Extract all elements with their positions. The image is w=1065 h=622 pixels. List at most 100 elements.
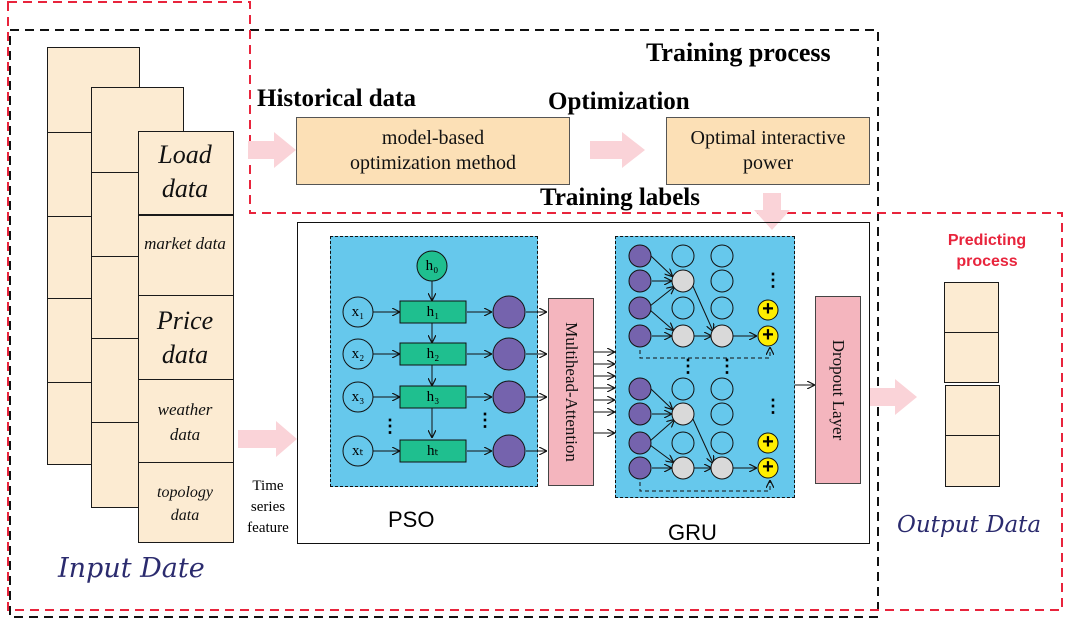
gru-hidden-node	[671, 269, 695, 293]
gru-hidden-node	[710, 244, 734, 268]
gru-hidden-node	[710, 456, 734, 480]
gru-plus-column	[757, 299, 779, 479]
arrow-model-to-optimal	[590, 132, 645, 168]
gru-input-column	[628, 244, 652, 480]
gru-ellipsis-mid-2: ⋮	[718, 356, 736, 376]
input-cell-price: Price data	[156, 306, 214, 369]
x1-label: x₁	[351, 304, 365, 320]
arrow-optimal-to-network	[754, 193, 790, 230]
pso-row-2	[342, 337, 546, 385]
output-node	[492, 295, 526, 329]
arrow-input-to-network	[238, 421, 297, 457]
multihead-attention-box: Multihead-Attention	[548, 298, 594, 486]
xt-label: xₜ	[352, 443, 364, 459]
gru-ellipsis-top: ⋮	[764, 270, 782, 290]
h-box	[399, 385, 467, 409]
gru-input-node	[628, 296, 652, 320]
plus-glyph-1: +	[762, 298, 774, 320]
h-box	[399, 439, 467, 463]
optimal-power-box: Optimal interactive power	[666, 117, 870, 185]
plus-node	[757, 299, 779, 321]
h1-label: h₁	[426, 304, 440, 320]
training-labels-title: Training labels	[540, 184, 700, 211]
gru-input-node	[628, 402, 652, 426]
gru-hidden-node	[710, 402, 734, 426]
x3-label: x₃	[351, 389, 365, 405]
gru-hidden-node	[710, 296, 734, 320]
time-series-feature-label: Time series feature	[247, 478, 289, 536]
h-box	[399, 300, 467, 324]
output-node	[492, 434, 526, 468]
output-cell-4	[945, 435, 1000, 487]
gru-hidden-column-2	[710, 244, 734, 480]
network-frame	[297, 222, 870, 544]
output-data-label: Output Data	[897, 512, 1042, 538]
gru-input-node	[628, 324, 652, 348]
pso-row-t	[342, 434, 546, 468]
gru-bottom-connections	[649, 388, 756, 468]
ht-label: hₜ	[427, 443, 439, 459]
dropout-layer-label: Dropout Layer	[829, 339, 848, 441]
input-date-label: Input Date	[58, 553, 205, 584]
gru-hidden-node	[671, 431, 695, 455]
arrow-input-to-model	[248, 132, 296, 168]
gru-hidden-node	[671, 324, 695, 348]
gru-label: GRU	[668, 520, 717, 545]
gru-input-node	[628, 431, 652, 455]
model-based-box: model-based optimization method	[296, 117, 570, 185]
gru-top-connections	[649, 255, 756, 336]
h2-label: h₂	[426, 346, 440, 362]
plus-node	[757, 325, 779, 347]
plus-node	[757, 432, 779, 454]
gru-input-node	[628, 377, 652, 401]
gru-hidden-node	[671, 456, 695, 480]
h3-label: h₃	[426, 389, 440, 405]
attention-to-gru-arrows	[593, 352, 614, 433]
input-stack-front	[138, 131, 234, 543]
x2-label: x₂	[351, 346, 365, 362]
gru-hidden-node	[710, 269, 734, 293]
gru-ellipsis-mid-1: ⋮	[679, 356, 697, 376]
output-node	[492, 380, 526, 414]
plus-glyph-3: +	[762, 431, 774, 453]
output-cell-3	[945, 385, 1000, 437]
gru-input-node	[628, 244, 652, 268]
gru-ellipsis-bottom: ⋮	[764, 396, 782, 416]
input-cell-market: market data	[144, 234, 226, 253]
h-box	[399, 342, 467, 366]
gru-input-node	[628, 269, 652, 293]
pso-ellipsis-left: ⋮	[381, 416, 399, 436]
pso-row-1	[342, 295, 546, 342]
input-cell-topology: topology data	[157, 484, 213, 524]
output-node	[492, 337, 526, 371]
plus-glyph-2: +	[762, 324, 774, 346]
optimal-power-label: Optimal interactive power	[690, 127, 846, 174]
predicting-region-outline	[7, 1, 1063, 611]
gru-hidden-node	[710, 431, 734, 455]
optimization-title: Optimization	[548, 88, 690, 115]
pso-ellipsis-right: ⋮	[476, 410, 494, 430]
pso-row-3	[342, 380, 546, 437]
input-cell-weather: weather data	[157, 400, 213, 444]
gru-top-skip	[639, 348, 770, 359]
pso-label: PSO	[388, 507, 435, 532]
gru-hidden-node	[671, 296, 695, 320]
gru-hidden-column-1	[671, 244, 695, 480]
gru-bottom-skip	[639, 481, 770, 492]
gru-input-node	[628, 456, 652, 480]
gru-hidden-node	[671, 377, 695, 401]
predicting-process-text: Predicting process	[947, 232, 1027, 270]
training-region-outline	[9, 29, 879, 618]
historical-data-title: Historical data	[257, 85, 417, 112]
dropout-layer-box: Dropout Layer	[815, 296, 861, 484]
plus-glyph-4: +	[762, 456, 774, 478]
arrow-network-to-output	[870, 379, 917, 415]
gru-hidden-node	[671, 244, 695, 268]
predicting-process-title: Predicting process	[932, 230, 1042, 272]
output-cell-1	[944, 282, 999, 334]
